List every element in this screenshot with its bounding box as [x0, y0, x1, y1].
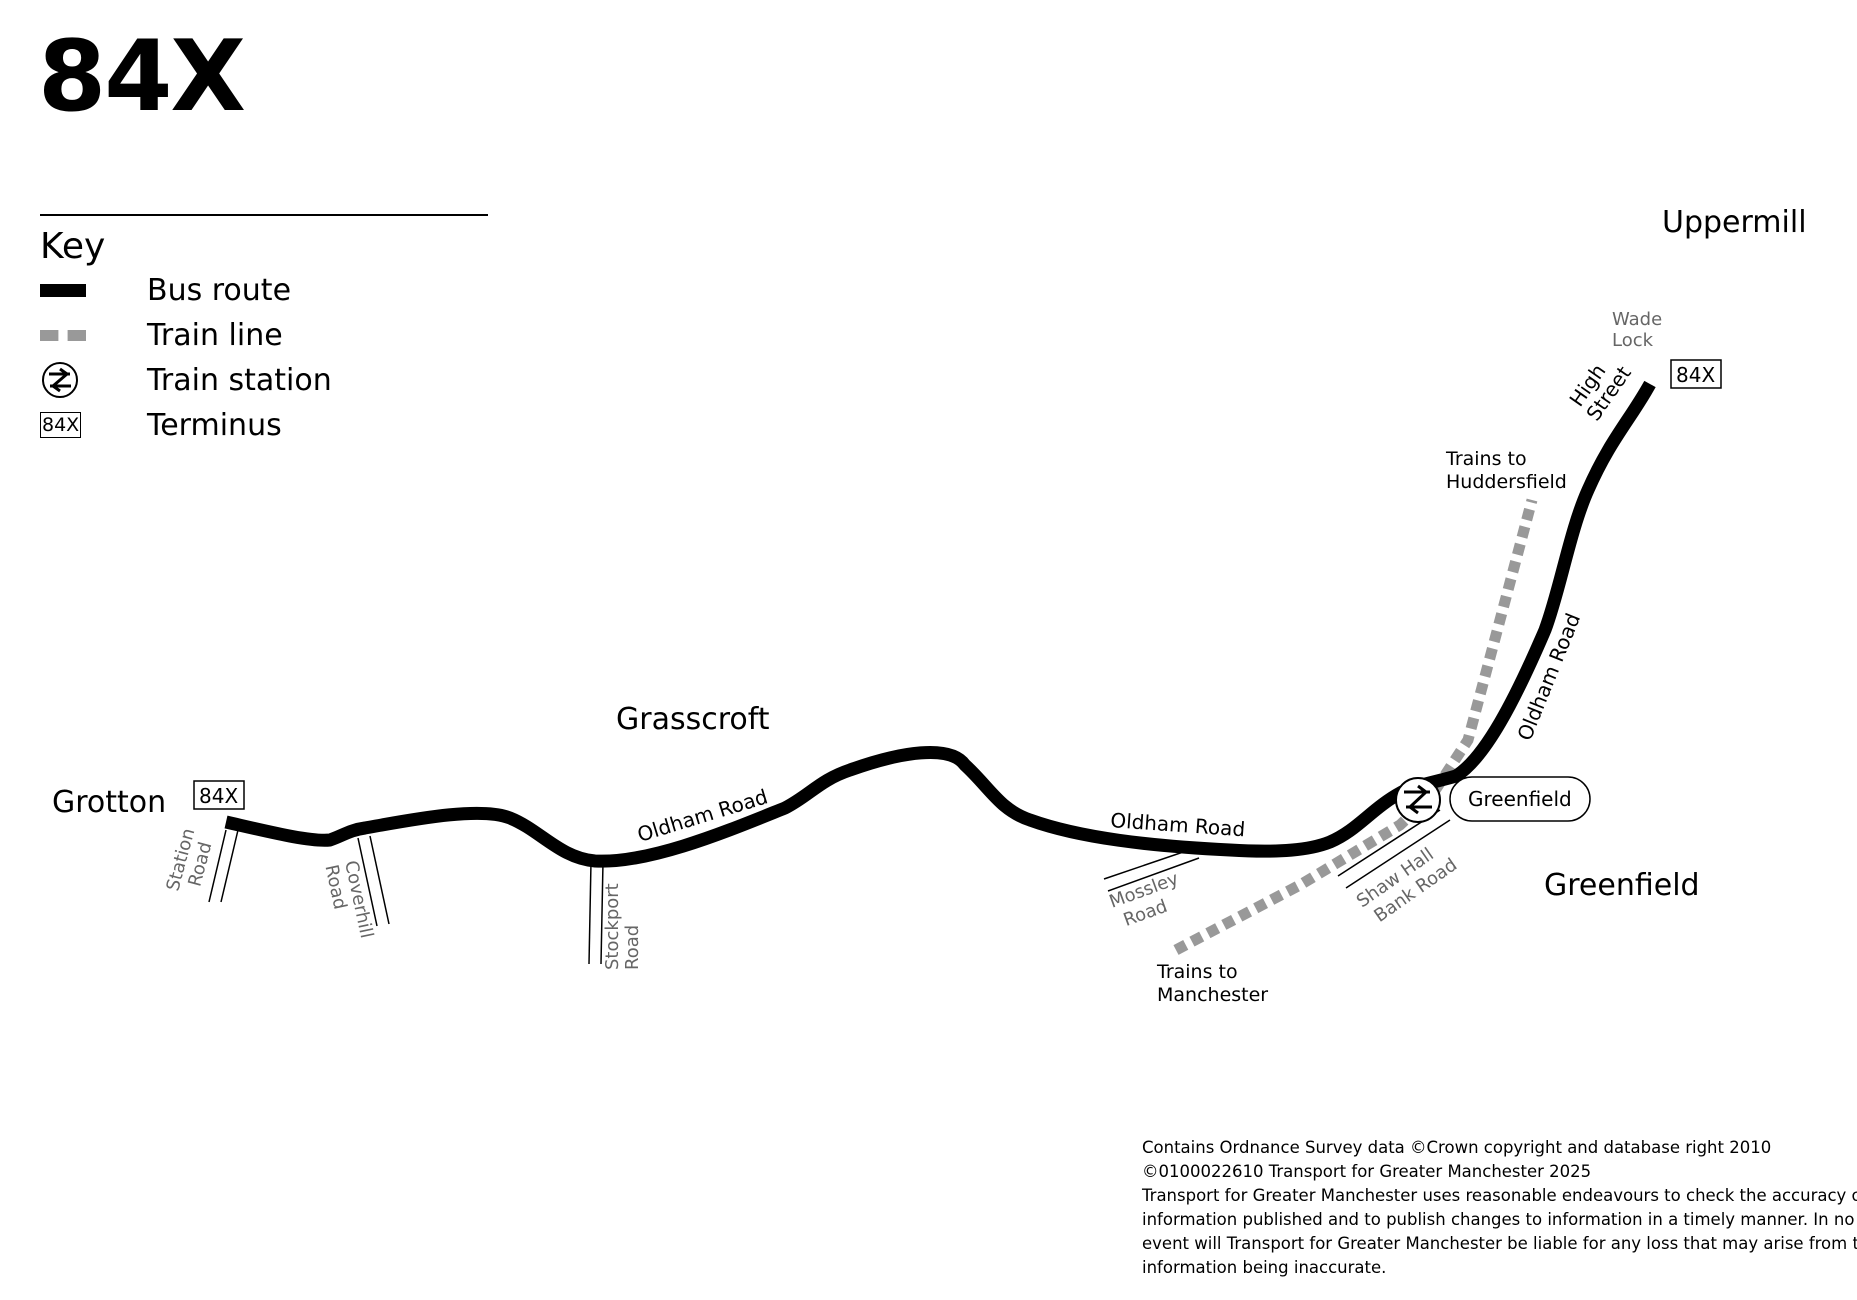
terminus-box-east: [1670, 359, 1722, 389]
footer-line: Contains Ordnance Survey data ©Crown cop…: [1142, 1138, 1772, 1157]
terminus-box-west: [193, 780, 245, 810]
place-wade-lock-line1: Wade: [1612, 309, 1662, 330]
side-road-coverhill-road: [357, 835, 390, 927]
key-item-train-station: Train station: [40, 358, 332, 402]
footer-line: ©0100022610 Transport for Greater Manche…: [1142, 1162, 1592, 1181]
train-note-manchester-line2: Manchester: [1157, 984, 1268, 1006]
key-label-train-station: Train station: [147, 362, 332, 398]
side-road-stockport-road: [588, 861, 604, 965]
bus-route-swatch: [40, 275, 86, 305]
terminus-key-symbol: 84X: [40, 412, 82, 438]
train-note-huddersfield-line1: Trains to: [1445, 448, 1527, 470]
station-label: Greenfield: [1468, 787, 1572, 811]
train-station-key-icon: [40, 362, 86, 398]
road-shaw-hall-bank-road: Shaw Hall Bank Road: [1353, 836, 1461, 930]
key-label-terminus: Terminus: [147, 407, 282, 443]
footer-line: information published and to publish cha…: [1142, 1210, 1855, 1229]
copyright-disclaimer: Contains Ordnance Survey data ©Crown cop…: [1142, 1136, 1857, 1280]
place-greenfield: Greenfield: [1544, 868, 1700, 903]
road-station-road: Station Road: [163, 821, 221, 899]
road-stockport-road-line1: Stockport: [602, 883, 623, 970]
place-grotton: Grotton: [52, 785, 166, 820]
key-item-bus-route: Bus route: [40, 268, 291, 312]
key-label-train-line: Train line: [147, 317, 283, 353]
train-station-icon: [1395, 777, 1441, 823]
train-note-huddersfield: Trains to Huddersfield: [1445, 448, 1567, 493]
road-stockport-road-line2: Road: [622, 925, 643, 970]
road-stockport-road: Stockport Road: [602, 878, 643, 970]
key-label-bus-route: Bus route: [147, 272, 292, 308]
key-title: Key: [40, 226, 106, 267]
terminus-label-east: 84X: [1676, 363, 1715, 387]
terminus-key-icon: 84X: [40, 410, 86, 440]
place-wade-lock-line2: Lock: [1612, 330, 1654, 351]
key-divider: [40, 214, 488, 216]
station-label-box: [1449, 776, 1591, 822]
terminus-label-west: 84X: [199, 784, 238, 808]
place-uppermill: Uppermill: [1662, 205, 1807, 240]
footer-line: Transport for Greater Manchester uses re…: [1142, 1186, 1857, 1205]
place-grasscroft: Grasscroft: [616, 702, 770, 737]
footer-line: information being inaccurate.: [1142, 1258, 1387, 1277]
key-item-terminus: 84X Terminus: [40, 403, 282, 447]
footer-line: event will Transport for Greater Manches…: [1142, 1234, 1857, 1253]
bus-route-84x: [224, 380, 1656, 868]
place-wade-lock: Wade Lock: [1612, 309, 1668, 351]
key-item-train-line: Train line: [40, 313, 283, 357]
train-note-manchester: Trains to Manchester: [1156, 961, 1268, 1006]
train-note-huddersfield-line2: Huddersfield: [1446, 471, 1567, 493]
train-line-swatch: [40, 320, 86, 350]
road-coverhill-road: Coverhill Road: [321, 859, 379, 950]
side-road-station-road: [208, 829, 239, 903]
road-mossley-road: Mossley Road: [1107, 866, 1195, 933]
route-number-title: 84X: [38, 20, 246, 134]
train-note-manchester-line1: Trains to: [1156, 961, 1238, 983]
